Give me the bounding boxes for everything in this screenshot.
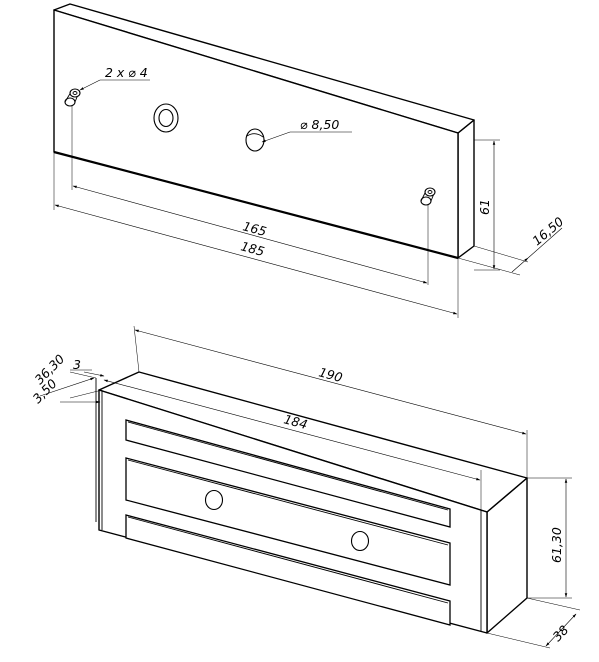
body-inner-width-label: 184: [282, 411, 309, 432]
counterbore-hole: [153, 103, 179, 133]
plate-end-face: [457, 119, 475, 259]
mounting-hole-right: [350, 530, 370, 552]
plate-length-label: 185: [239, 238, 266, 259]
hole-diameter-label: ⌀ 8,50: [300, 117, 339, 132]
bottom-slot: [125, 514, 451, 626]
pin-diameter-label: 2 x ⌀ 4: [105, 65, 148, 80]
plate-thickness-label: 16,50: [529, 214, 566, 249]
armature-plate-view: 2 x ⌀ 4 ⌀ 8,50 61 16,50 165 185: [53, 3, 566, 318]
offset-3-label: 3: [73, 357, 81, 372]
body-width-label: 190: [317, 364, 344, 385]
body-depth-label: 38: [550, 622, 572, 644]
plate-height-label: 61: [477, 199, 492, 215]
pin-spacing-label: 165: [241, 218, 268, 239]
body-height-label: 61,30: [549, 527, 564, 563]
middle-slot: [125, 457, 451, 586]
center-hole: [245, 128, 265, 152]
magnet-body-view: 190 184 61,30 38 3 36,30 3,50: [30, 325, 581, 649]
left-pin: [64, 88, 81, 107]
mounting-hole-left: [204, 489, 224, 511]
